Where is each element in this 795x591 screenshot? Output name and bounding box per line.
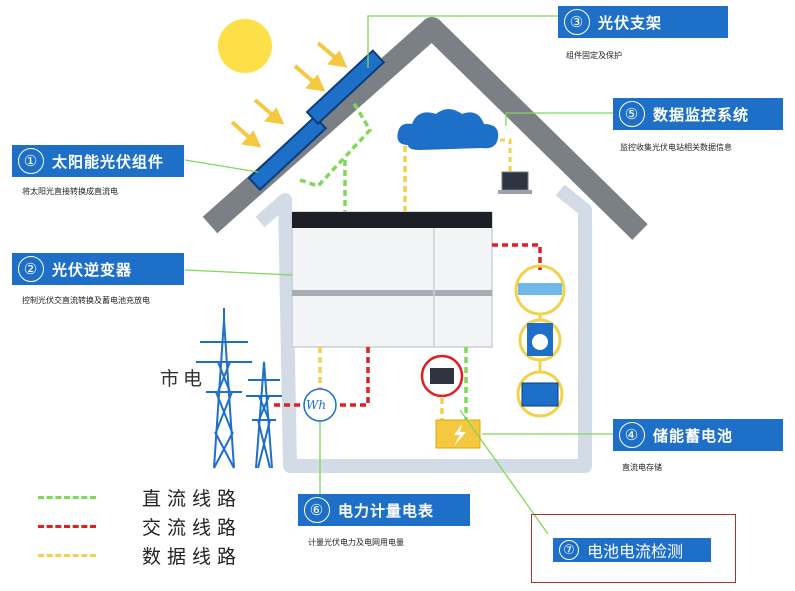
label-title: 电池电流检测 bbox=[587, 542, 684, 561]
label-title: 光伏支架 bbox=[598, 13, 663, 32]
meter-label: Wh bbox=[306, 398, 327, 412]
ac-line-appliances bbox=[492, 243, 542, 270]
number-badge: ⑤ bbox=[619, 101, 645, 127]
legend-data-label: 数据线路 bbox=[142, 546, 243, 568]
label-title: 太阳能光伏组件 bbox=[52, 152, 165, 171]
label-desc: 将太阳光直接转换成直流电 bbox=[22, 187, 118, 196]
laptop-icon bbox=[498, 171, 532, 194]
appliances bbox=[514, 264, 566, 418]
grid-label: 市电 bbox=[160, 368, 207, 390]
label-bracket: ③ 光伏支架 bbox=[558, 6, 728, 38]
connector-line-monitor bbox=[505, 112, 613, 126]
legend-ac-label: 交流线路 bbox=[142, 517, 243, 539]
battery-icon bbox=[435, 419, 481, 449]
number-badge: ④ bbox=[619, 422, 645, 448]
ac-line-meter bbox=[337, 347, 370, 407]
current-sensor-icon bbox=[420, 354, 464, 398]
data-line-laptop bbox=[500, 138, 512, 172]
sun-icon bbox=[218, 19, 272, 73]
label-meter: ⑥ 电力计量电表 bbox=[298, 494, 470, 526]
sunlight-arrows bbox=[230, 41, 348, 148]
connector-line-bracket bbox=[367, 15, 558, 68]
legend-data-line bbox=[38, 554, 96, 557]
bracket-dc-line bbox=[299, 99, 373, 189]
meter-icon bbox=[303, 388, 337, 422]
label-desc: 组件固定及保护 bbox=[566, 51, 622, 60]
transmission-tower-large bbox=[196, 308, 252, 469]
internet-label: Internet bbox=[418, 135, 480, 150]
label-title: 储能蓄电池 bbox=[653, 426, 734, 445]
legend-dc-label: 直流线路 bbox=[142, 488, 243, 510]
number-badge: ③ bbox=[564, 9, 590, 35]
connector-line-inverter bbox=[184, 269, 293, 276]
label-desc: 计量光伏电力及电网用电量 bbox=[308, 538, 404, 547]
label-desc: 控制光伏交直流转换及蓄电池充放电 bbox=[22, 296, 150, 305]
label-inverter: ② 光伏逆变器 bbox=[12, 253, 184, 285]
label-solar-module: ① 太阳能光伏组件 bbox=[12, 145, 184, 177]
connector-line-sensor bbox=[459, 409, 549, 535]
highlight-box bbox=[531, 514, 736, 583]
label-title: 数据监控系统 bbox=[653, 105, 750, 124]
number-badge: ① bbox=[18, 148, 44, 174]
label-desc: 监控收集光伏电站相关数据信息 bbox=[620, 143, 732, 152]
house-outline bbox=[255, 184, 592, 473]
cloud-icon bbox=[397, 109, 499, 150]
label-battery: ④ 储能蓄电池 bbox=[613, 419, 783, 451]
label-title: 电力计量电表 bbox=[338, 501, 435, 520]
legend-dc-line bbox=[38, 496, 96, 499]
number-badge: ⑦ bbox=[559, 540, 579, 560]
connector-line-panel bbox=[184, 159, 259, 173]
label-title: 光伏逆变器 bbox=[52, 260, 133, 279]
label-current-sensor: ⑦ 电池电流检测 bbox=[553, 538, 711, 562]
label-desc: 直流电存储 bbox=[622, 463, 662, 472]
label-monitoring: ⑤ 数据监控系统 bbox=[613, 98, 783, 130]
solar-panels bbox=[247, 49, 386, 192]
number-badge: ② bbox=[18, 256, 44, 282]
legend-ac-line bbox=[38, 525, 96, 528]
number-badge: ⑥ bbox=[304, 497, 330, 523]
inverter-icon bbox=[291, 211, 493, 348]
transmission-tower-small bbox=[246, 361, 282, 469]
